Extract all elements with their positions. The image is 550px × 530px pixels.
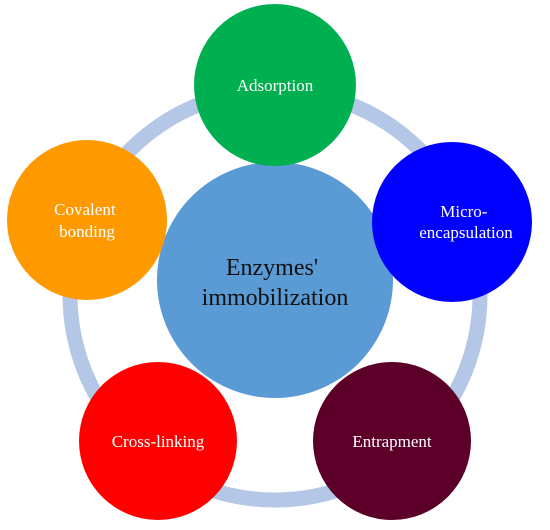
node-covalent-bonding-label: Covalent bonding (54, 200, 120, 241)
node-micro-encapsulation-label-line-1: Micro- (440, 202, 488, 221)
center-label-line-1: Enzymes' (226, 255, 318, 281)
node-cross-linking-label-line-1: Cross-linking (112, 432, 205, 451)
center-label: Enzymes' immobilization (202, 255, 349, 311)
node-cross-linking-circle (79, 362, 237, 520)
node-micro-encapsulation: Micro- encapsulation (372, 142, 532, 302)
node-covalent-bonding-label-line-2: bonding (59, 222, 115, 241)
node-micro-encapsulation-circle (372, 142, 532, 302)
node-covalent-bonding-label-line-1: Covalent (54, 200, 116, 219)
node-cross-linking: Cross-linking (79, 362, 237, 520)
node-adsorption-label-line-1: Adsorption (237, 76, 314, 95)
node-entrapment-circle (313, 362, 471, 520)
node-adsorption-label: Adsorption (237, 76, 314, 95)
node-micro-encapsulation-label-line-2: encapsulation (419, 223, 513, 242)
node-covalent-bonding-circle (7, 140, 167, 300)
node-entrapment: Entrapment (313, 362, 471, 520)
node-cross-linking-label: Cross-linking (112, 432, 205, 451)
node-entrapment-label-line-1: Entrapment (352, 432, 432, 451)
node-micro-encapsulation-label: Micro- encapsulation (419, 202, 513, 242)
center-circle (157, 162, 393, 398)
node-entrapment-label: Entrapment (352, 432, 432, 451)
node-adsorption-circle (194, 4, 356, 166)
node-adsorption: Adsorption (194, 4, 356, 166)
center-label-line-2: immobilization (202, 285, 349, 311)
node-covalent-bonding: Covalent bonding (7, 140, 167, 300)
